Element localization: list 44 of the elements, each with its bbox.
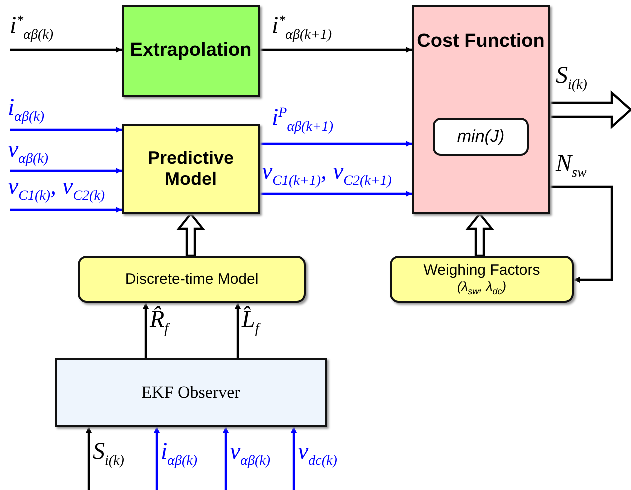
arrow [86,427,92,490]
edge-label: L̂$_{f}$ [242,308,260,337]
edge-label: v$_{C1(k+1)}$, v$_{C2(k+1)}$ [262,160,392,189]
edge-label: i$_{αβ(k)}$ [161,440,198,469]
arrow [550,186,614,283]
arrow [260,141,412,147]
arrow [10,47,122,53]
arrow [260,47,412,53]
arrow [10,168,122,174]
node-label: Predictive Model [146,148,236,190]
node-label: EKF Observer [142,382,240,402]
hollow-arrow [176,212,206,258]
node-label: Weighing Factors [424,262,540,280]
edge-label: v$_{αβ(k)}$ [8,138,49,167]
hollow-arrow [548,90,631,130]
node-label: Cost Function [417,31,545,53]
node-label: Discrete-time Model [125,271,259,288]
edge-label: i$_{αβ(k)}$ [8,96,45,125]
edge-label: v$_{C1(k)}$, v$_{C2(k)}$ [8,175,106,204]
process-box [78,256,306,303]
arrow [235,303,241,358]
edge-label: v$_{dc(k)}$ [298,440,338,469]
arrow [143,303,149,358]
arrow [223,427,229,490]
node-label: min(J) [457,127,505,147]
edge-label: R̂$_{f}$ [150,308,169,337]
process-box [122,5,260,97]
process-box [412,5,550,214]
arrow [154,427,160,490]
process-box [122,124,260,214]
arrow [10,207,122,213]
edge-label: S$_{i(k)}$ [93,440,124,469]
process-box [390,256,574,303]
edge-label: v$_{αβ(k)}$ [230,440,271,469]
edge-label: N$_{sw}$ [556,152,587,181]
edge-label: S$_{i(k)}$ [556,64,588,93]
node-subtext: (λ$_{sw}$, λ$_{dc}$) [457,279,507,297]
arrow [10,127,122,133]
node-label: Extrapolation [130,40,252,62]
process-box [55,358,327,427]
arrow [260,191,412,197]
function-box [433,118,529,156]
arrow [291,427,297,490]
hollow-arrow [466,212,494,258]
